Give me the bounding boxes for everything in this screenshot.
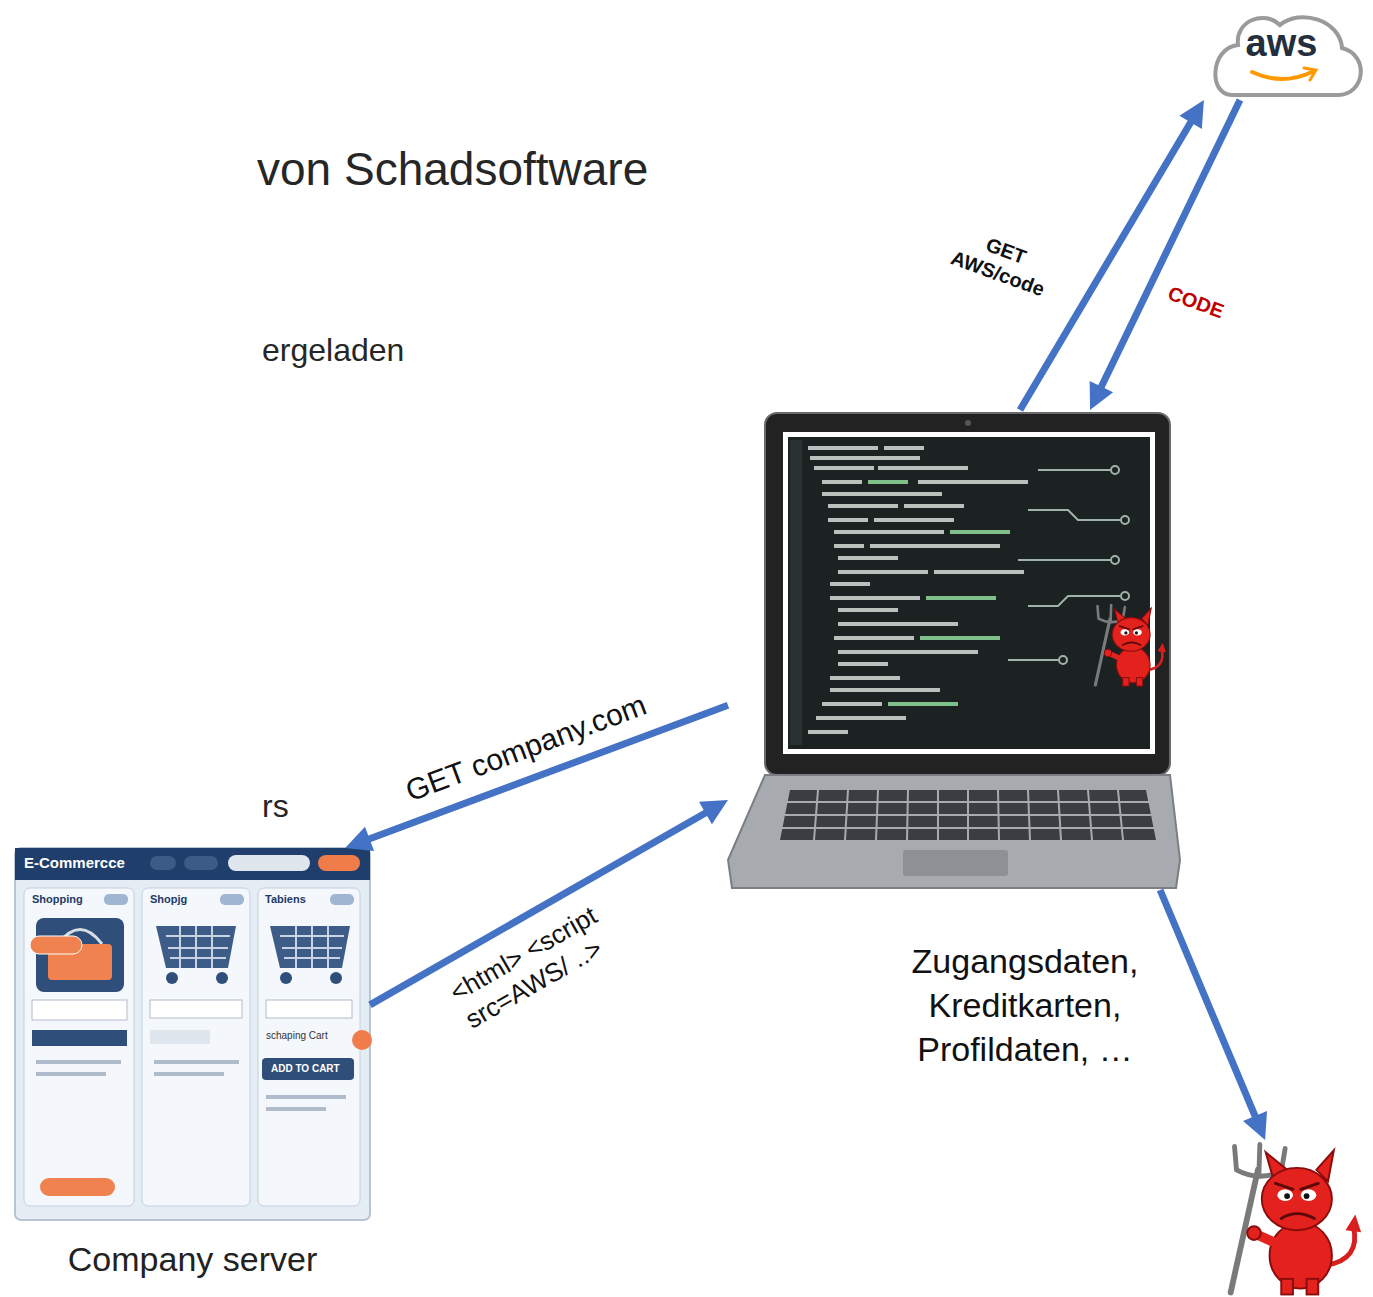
arrow-connector — [1160, 890, 1267, 1140]
bullet-fragment: ergeladen — [262, 332, 404, 369]
arrow-connector — [1090, 100, 1240, 410]
arrow-line — [1160, 890, 1256, 1120]
panel-text: schaping Cart — [266, 1030, 328, 1042]
button-label: ADD TO CART — [271, 1063, 340, 1075]
cloud-label: aws — [1246, 22, 1318, 66]
arrowhead — [699, 800, 728, 824]
edge-label: Zugangsdaten, Kreditkarten, Profildaten,… — [887, 939, 1163, 1072]
panel-title: Shopping — [32, 893, 83, 906]
arrowhead — [345, 827, 374, 851]
laptop-node — [728, 410, 1180, 890]
panel-title: Tabiens — [265, 893, 306, 906]
slide-title: von Schadsoftware — [257, 143, 648, 196]
attacker-node — [1180, 1140, 1365, 1297]
arrowhead — [1090, 381, 1113, 410]
panel-title: Shopjg — [150, 893, 187, 906]
cloud-node: aws — [1190, 0, 1373, 100]
arrowhead — [1179, 100, 1203, 129]
arrow-line — [1100, 100, 1240, 390]
server-caption: Company server — [68, 1240, 317, 1279]
bullet-fragment: rs — [262, 788, 289, 825]
screenshot-header: E-Commercce — [24, 854, 125, 871]
edge-label: CODE — [1162, 280, 1230, 324]
arrowhead — [1243, 1111, 1267, 1140]
edge-label: GET AWS/code — [939, 220, 1064, 305]
